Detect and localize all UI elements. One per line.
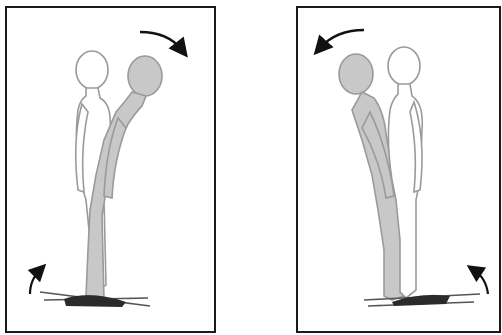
clockwise-arrow-icon <box>140 32 182 50</box>
upward-curve-arrow-icon <box>30 270 40 294</box>
upward-curve-arrow-icon <box>474 270 488 294</box>
left-panel-figures <box>30 32 182 307</box>
right-panel-figures <box>320 30 488 306</box>
platform-right <box>364 294 480 306</box>
counter-clockwise-arrow-icon <box>320 30 364 48</box>
